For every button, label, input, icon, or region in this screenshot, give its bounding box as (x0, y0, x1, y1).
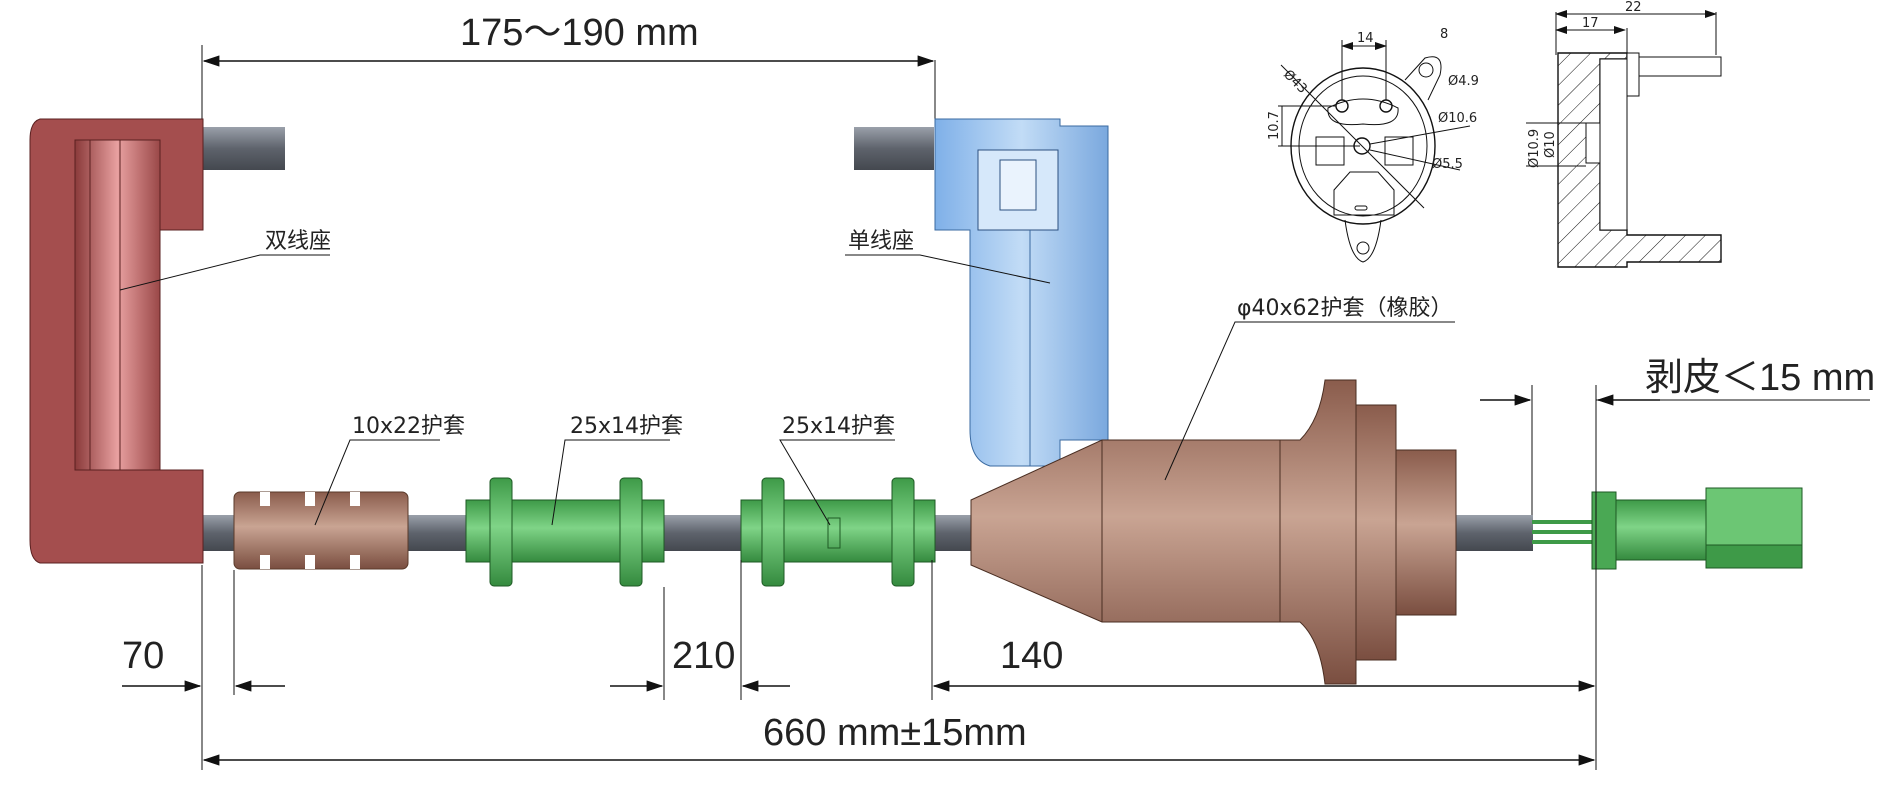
dim-17: 17 (1582, 16, 1599, 31)
label-sleeve-10x22: 10x22护套 (352, 414, 465, 439)
seat-side-view: 22 17 Ø10.9 Ø10 (1526, 0, 1722, 268)
label-strip: 剥皮＜15 mm (1645, 357, 1875, 399)
dim-22: 22 (1625, 0, 1642, 15)
dim-phi10-9: Ø10.9 (1527, 129, 1542, 168)
dim-phi49: Ø4.9 (1448, 74, 1479, 89)
rod-left (203, 127, 285, 170)
dim-8: 8 (1440, 27, 1448, 42)
dim-phi5-5: Ø5.5 (1432, 157, 1463, 172)
dim-70: 70 (122, 635, 164, 677)
sleeve-25x14-a (465, 477, 665, 587)
label-sleeve-25x14-a: 25x14护套 (570, 414, 683, 439)
dim-140: 140 (1000, 635, 1063, 677)
label-boot: φ40x62护套（橡胶） (1237, 296, 1453, 321)
dim-210: 210 (672, 635, 735, 677)
label-sleeve-25x14-b: 25x14护套 (782, 414, 895, 439)
rubber-boot (970, 379, 1457, 685)
green-connector (1532, 487, 1803, 570)
double-wire-seat (29, 118, 204, 564)
dim-phi10-6: Ø10.6 (1438, 111, 1477, 126)
dim-phi10: Ø10 (1543, 131, 1558, 158)
strip-dimension: 剥皮＜15 mm (1480, 357, 1875, 770)
sleeve-10x22 (233, 491, 409, 570)
rod-right (854, 127, 934, 170)
single-wire-seat (934, 118, 1109, 467)
dim-total: 660 mm±15mm (763, 712, 1027, 754)
dim-phi43: Ø43 (1280, 67, 1310, 97)
dim-10-7: 10.7 (1267, 111, 1282, 140)
leader-labels: 双线座 单线座 10x22护套 25x14护套 25x14护套 φ40x62护套… (119, 229, 1455, 526)
label-single-seat: 单线座 (848, 229, 914, 254)
top-span-dimension: 175～190 mm (201, 12, 936, 125)
bottom-dimensions: 70 210 140 660 mm±15mm (122, 560, 1596, 770)
sleeve-25x14-b (740, 477, 936, 587)
top-span-label: 175～190 mm (460, 12, 699, 54)
label-double-seat: 双线座 (265, 229, 331, 254)
seat-front-view: 14 8 Ø43 Ø4.9 10.7 Ø10.6 Ø5.5 (1267, 27, 1479, 263)
dim-14: 14 (1357, 31, 1374, 46)
